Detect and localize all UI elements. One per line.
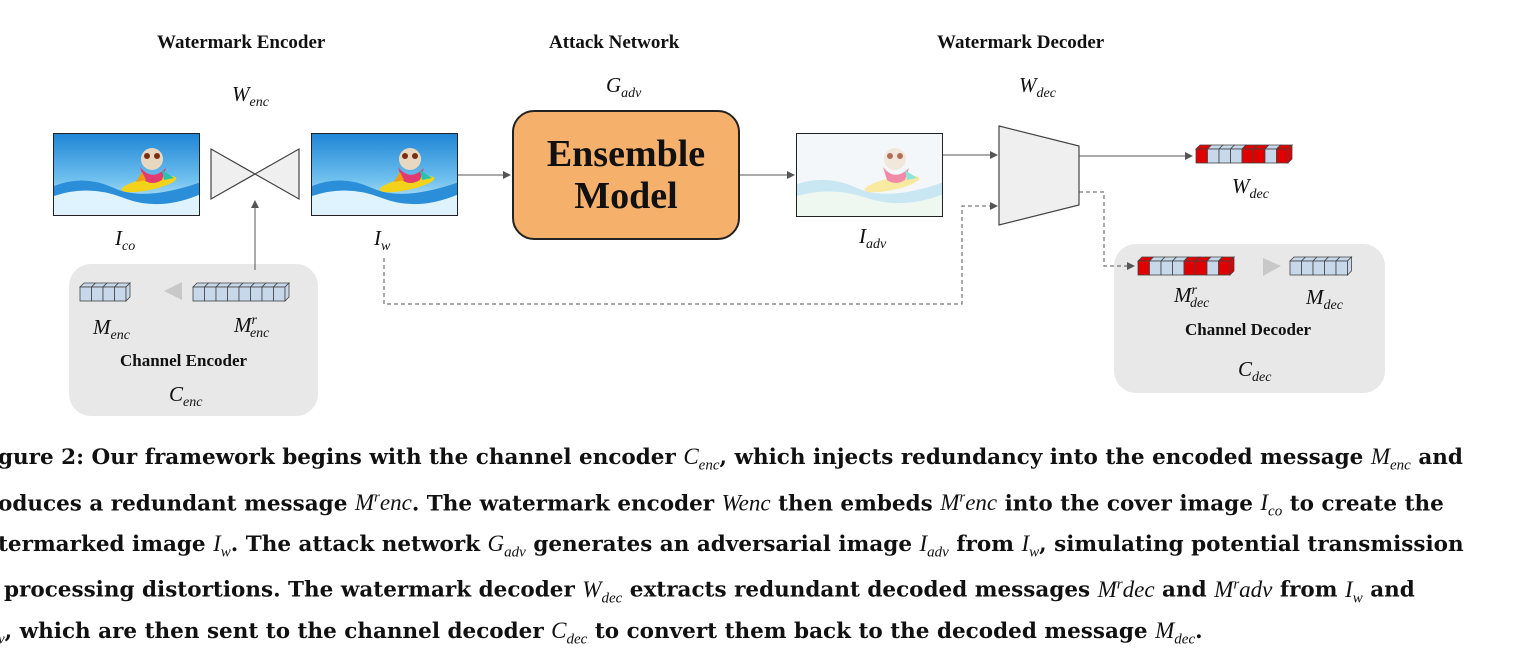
channel-encoder-title: Channel Encoder <box>120 351 248 370</box>
bit-cell <box>79 286 92 302</box>
bit-cell <box>204 286 217 302</box>
bit-cell <box>273 286 286 302</box>
cover-image <box>53 133 200 216</box>
figure-caption: gure 2: Our framework begins with the ch… <box>0 441 1536 655</box>
bit-cell <box>1218 148 1231 164</box>
bit-cell <box>1241 148 1254 164</box>
c-enc-label: Cenc <box>169 382 203 411</box>
w-dec-label: Wdec <box>1019 73 1056 102</box>
i-co-label: Ico <box>115 226 136 255</box>
ensemble-line-2: Model <box>574 175 678 217</box>
bit-cell <box>1195 148 1208 164</box>
m-enc-label: Menc <box>93 315 130 344</box>
dashed-decoder-to-channel-decoder <box>1079 191 1135 270</box>
bit-cell <box>1206 260 1219 276</box>
caption-line-5: v, which are then sent to the channel de… <box>0 617 1203 648</box>
ensemble-line-1: Ensemble <box>546 133 706 175</box>
bit-cell <box>215 286 228 302</box>
channel-encoder-triangle <box>164 282 182 300</box>
decoder-block <box>998 125 1080 226</box>
bit-cell <box>1195 260 1208 276</box>
bit-cell <box>227 286 240 302</box>
bit-side <box>1347 256 1352 276</box>
w-dec-bitstring <box>1195 144 1293 164</box>
bit-cell <box>1276 148 1289 164</box>
c-dec-label: Cdec <box>1238 357 1272 386</box>
bit-cell <box>1172 260 1185 276</box>
m-dec-label: Mdec <box>1306 285 1343 314</box>
w-dec-output-label: Wdec <box>1232 174 1269 203</box>
bit-cell <box>1149 260 1162 276</box>
bit-cell <box>250 286 263 302</box>
bit-cell <box>238 286 251 302</box>
m-r-dec-bitstring <box>1137 256 1235 276</box>
caption-line-1: gure 2: Our framework begins with the ch… <box>0 444 1463 474</box>
i-adv-label: Iadv <box>859 224 887 253</box>
m-dec-bitstring <box>1289 256 1353 276</box>
bit-cell <box>114 286 127 302</box>
g-adv-label: Gadv <box>606 73 642 102</box>
caption-line-3: termarked image Iw. The attack network G… <box>0 530 1464 561</box>
bit-cell <box>1264 148 1277 164</box>
bit-cell <box>1230 148 1243 164</box>
bit-cell <box>1312 260 1325 276</box>
dashed-iw-to-decoder <box>383 202 998 305</box>
watermarked-image <box>311 133 458 216</box>
bit-cell <box>1137 260 1150 276</box>
bit-side <box>1229 256 1235 276</box>
i-w-label: Iw <box>374 226 391 255</box>
w-enc-label: Wenc <box>232 82 269 111</box>
bit-cell <box>1160 260 1173 276</box>
watermark-decoder-header: Watermark Decoder <box>937 32 1105 53</box>
bit-cell <box>91 286 104 302</box>
bit-cell <box>192 286 205 302</box>
m-enc-bitstring <box>79 282 131 302</box>
channel-decoder-title: Channel Decoder <box>1185 320 1312 339</box>
bit-cell <box>1301 260 1314 276</box>
adversarial-image <box>796 133 943 217</box>
bit-cell <box>1289 260 1302 276</box>
bit-cell <box>1207 148 1220 164</box>
m-r-enc-bitstring <box>192 282 290 302</box>
bit-cell <box>1335 260 1348 276</box>
bit-cell <box>102 286 115 302</box>
attack-network-header: Attack Network <box>549 32 680 53</box>
bit-cell <box>261 286 274 302</box>
m-r-dec-label: Mrdec <box>1174 283 1210 312</box>
m-r-enc-label: Mrenc <box>234 313 270 342</box>
bit-cell <box>1324 260 1337 276</box>
bit-cell <box>1183 260 1196 276</box>
bit-cell <box>1218 260 1231 276</box>
caption-line-2: oduces a redundant message Mrenc. The wa… <box>0 489 1444 520</box>
caption-line-4: processing distortions. The watermark de… <box>4 576 1415 607</box>
bit-side <box>125 282 131 302</box>
channel-decoder-triangle <box>1263 258 1281 276</box>
encoder-block <box>210 147 300 201</box>
watermark-encoder-header: Watermark Encoder <box>157 32 326 53</box>
bit-cell <box>1253 148 1266 164</box>
bit-side <box>284 282 290 302</box>
bit-side <box>1287 144 1293 164</box>
diagram-canvas <box>79 125 1353 305</box>
